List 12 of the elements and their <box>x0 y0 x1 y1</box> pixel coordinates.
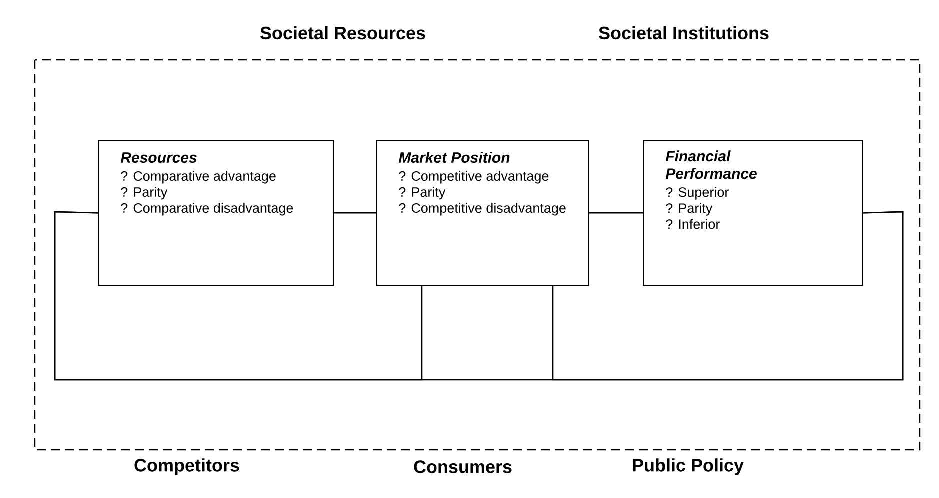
connector-line <box>589 212 643 214</box>
connector-line <box>334 212 376 214</box>
connector-line <box>54 211 423 381</box>
text-box: Market Position ? Competitive advantage ? Parity ? Competitive disadvantage <box>376 140 590 286</box>
frame-label: Public Policy <box>633 458 744 476</box>
text-box: Resources ? Comparative advantage ? Parity ? Comparative disadvantage <box>98 140 334 286</box>
frame-label: Societal Institutions <box>599 26 769 40</box>
connector-line <box>552 211 904 381</box>
frame-label: Consumers <box>414 460 512 474</box>
frame-label: Competitors <box>134 458 240 476</box>
text-box: Financial Performance ? Superior ? Parity ? Inferior <box>643 140 864 286</box>
frame-label: Societal Resources <box>260 26 426 40</box>
